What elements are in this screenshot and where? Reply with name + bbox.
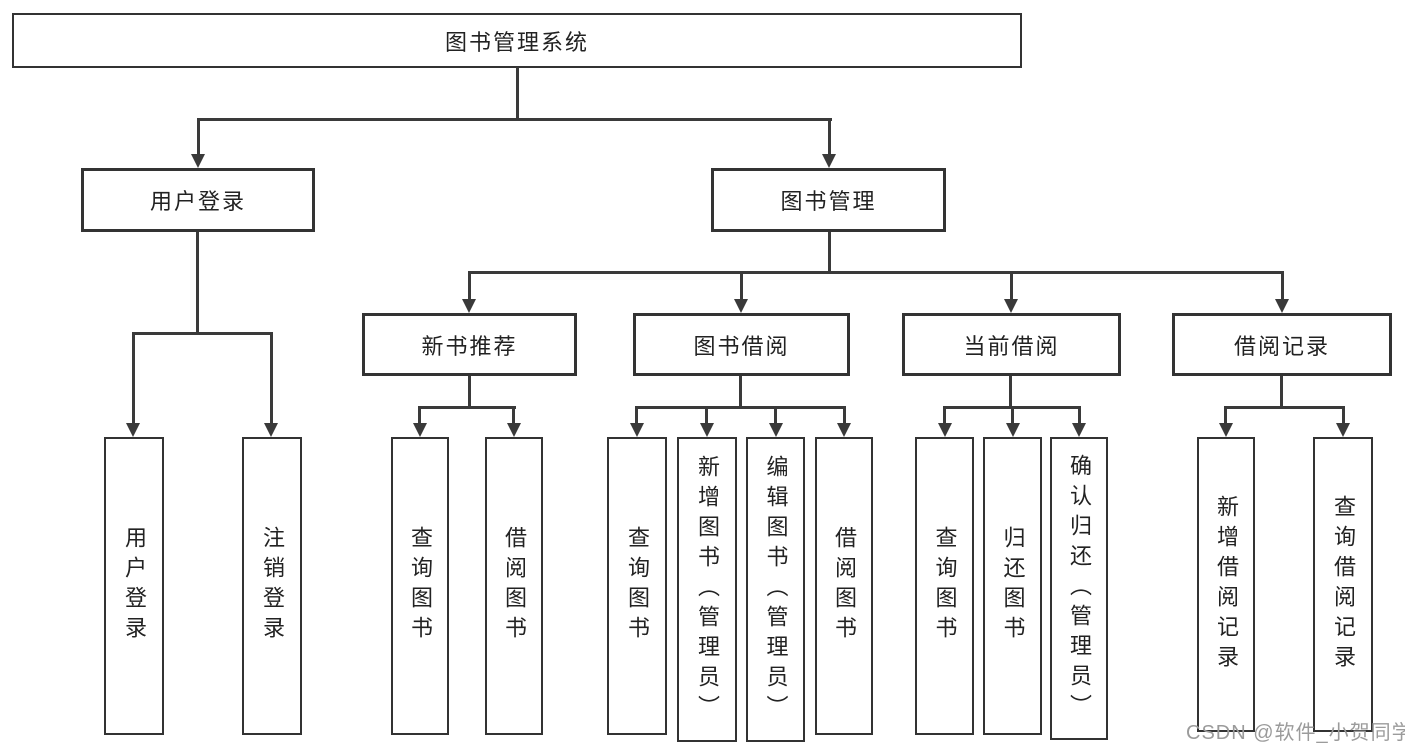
connector-line [1078,406,1081,424]
leaf-user-login: 用户登录 [104,437,164,735]
connector-line [197,118,832,121]
arrow-down-icon [822,154,836,168]
arrow-down-icon [1219,423,1233,437]
leaf-label: 新增图书（管理员） [695,454,720,725]
leaf-label: 查询图书 [625,526,650,646]
arrow-down-icon [938,423,952,437]
arrow-down-icon [1006,423,1020,437]
arrow-down-icon [413,423,427,437]
node-root: 图书管理系统 [12,13,1022,68]
node-new-book-recommendation: 新书推荐 [362,313,577,376]
connector-line [1011,406,1014,424]
arrow-down-icon [700,423,714,437]
node-book-borrowing: 图书借阅 [633,313,850,376]
connector-line [635,406,638,424]
leaf-logout: 注销登录 [242,437,302,735]
connector-line [1342,406,1345,424]
leaf-label: 确认归还（管理员） [1067,453,1092,724]
connector-line [739,376,742,409]
connector-line [512,406,515,424]
arrow-down-icon [769,423,783,437]
connector-line [1009,376,1012,409]
arrow-down-icon [1072,423,1086,437]
arrow-down-icon [462,299,476,313]
node-book-management: 图书管理 [711,168,946,232]
connector-line [1010,271,1013,301]
csdn-watermark: CSDN @软件_小贺同学 [1186,722,1405,744]
leaf-query-books-current: 查询图书 [915,437,974,735]
connector-line [705,406,708,424]
leaf-label: 编辑图书（管理员） [763,454,789,725]
connector-line [197,118,200,157]
arrow-down-icon [126,423,140,437]
connector-line [1280,376,1283,409]
connector-line [418,406,516,409]
arrow-down-icon [507,423,521,437]
connector-line [468,271,1283,274]
leaf-label: 新增借阅记录 [1214,494,1239,675]
leaf-edit-book-admin: 编辑图书（管理员） [746,437,805,742]
leaf-label: 查询图书 [932,526,958,646]
connector-line [1224,406,1345,409]
connector-line [132,332,135,424]
arrow-down-icon [1336,423,1350,437]
leaf-add-borrow-record: 新增借阅记录 [1197,437,1255,732]
connector-line [943,406,946,424]
connector-line [418,406,421,424]
connector-line [270,332,273,424]
connector-line [635,406,846,409]
connector-line [828,118,831,157]
connector-line [828,232,831,274]
leaf-label: 查询图书 [408,526,433,646]
node-current-borrowing: 当前借阅 [902,313,1121,376]
leaf-label: 用户登录 [122,526,147,646]
arrow-down-icon [630,423,644,437]
arrow-down-icon [191,154,205,168]
node-borrowing-records: 借阅记录 [1172,313,1392,376]
leaf-borrow-books-recommend: 借阅图书 [485,437,543,735]
arrow-down-icon [734,299,748,313]
connector-line [1281,271,1284,301]
connector-line [774,406,777,424]
leaf-add-book-admin: 新增图书（管理员） [677,437,737,742]
leaf-return-book: 归还图书 [983,437,1042,735]
leaf-label: 归还图书 [1000,526,1026,646]
leaf-label: 借阅图书 [832,526,857,646]
leaf-query-books-recommend: 查询图书 [391,437,449,735]
leaf-label: 注销登录 [260,526,285,646]
leaf-query-borrow-record: 查询借阅记录 [1313,437,1373,732]
connector-line [740,271,743,301]
connector-line [132,332,273,335]
connector-line [468,271,471,301]
leaf-borrow-books-borrow: 借阅图书 [815,437,873,735]
connector-line [468,376,471,409]
connector-line [196,232,199,335]
node-user-login: 用户登录 [81,168,315,232]
connector-line [843,406,846,424]
leaf-confirm-return-admin: 确认归还（管理员） [1050,437,1108,740]
leaf-label: 借阅图书 [502,526,527,646]
connector-line [1224,406,1227,424]
leaf-query-books-borrow: 查询图书 [607,437,667,735]
connector-line [516,67,519,121]
arrow-down-icon [1004,299,1018,313]
leaf-label: 查询借阅记录 [1331,494,1356,675]
arrow-down-icon [837,423,851,437]
arrow-down-icon [264,423,278,437]
arrow-down-icon [1275,299,1289,313]
